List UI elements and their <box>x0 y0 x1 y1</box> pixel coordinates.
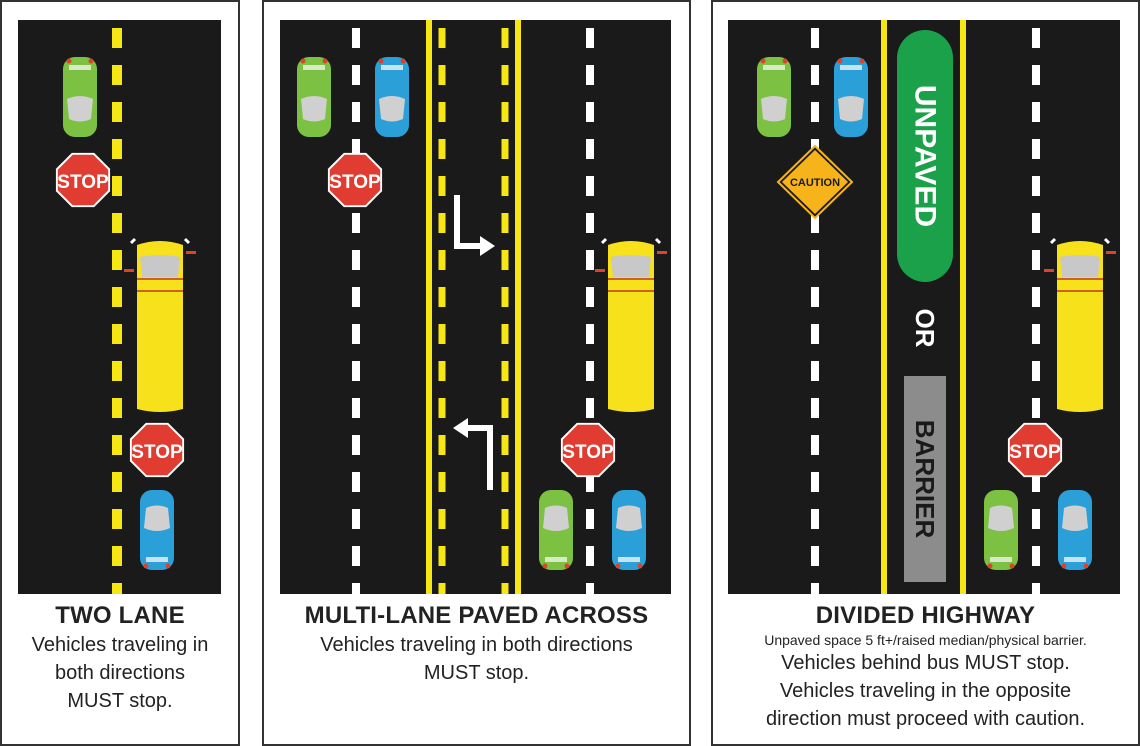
blue-car <box>1058 490 1092 570</box>
caption-line: direction must proceed with caution. <box>765 708 1086 730</box>
stop-sign-arm: STOP <box>129 422 185 478</box>
caption-line: Vehicles traveling in the opposite <box>779 680 1072 702</box>
panel-multi-lane-frame <box>262 0 691 746</box>
green-car <box>63 57 97 137</box>
caption-line: Vehicles traveling in both directions <box>320 634 633 656</box>
right-turn-arrow <box>454 195 495 256</box>
panel-title: DIVIDED HIGHWAY <box>815 602 1036 629</box>
multi-lane-caption: MULTI-LANE PAVED ACROSS Vehicles traveli… <box>264 601 689 687</box>
caption-line: Vehicles traveling in <box>31 634 209 656</box>
svg-text:UNPAVED: UNPAVED <box>909 85 942 227</box>
two-lane-caption: TWO LANE Vehicles traveling in both dire… <box>2 601 238 715</box>
blue-car <box>140 490 174 570</box>
stop-sign-arm: STOP <box>1007 422 1063 478</box>
left-turn-arrow <box>453 418 493 490</box>
blue-car <box>375 57 409 137</box>
caption-line: Vehicles behind bus MUST stop. <box>781 652 1070 674</box>
svg-text:STOP: STOP <box>57 172 109 193</box>
svg-text:STOP: STOP <box>562 442 614 463</box>
caption-line: both directions <box>54 662 186 684</box>
green-car <box>757 57 791 137</box>
stop-sign: STOP <box>55 152 111 208</box>
panel-divided-frame <box>711 0 1140 746</box>
caption-note: Unpaved space 5 ft+/raised median/physic… <box>764 632 1087 648</box>
stop-sign-arm: STOP <box>560 422 616 478</box>
unpaved-median: UNPAVED <box>897 30 953 282</box>
panel-two-lane-frame <box>0 0 240 746</box>
barrier-median: BARRIER <box>904 376 946 582</box>
divided-highway-road: UNPAVED OR BARRIER CAUTION STOP <box>728 20 1120 594</box>
caption-line: MUST stop. <box>423 662 530 684</box>
caution-sign: CAUTION <box>776 144 854 220</box>
green-car <box>539 490 573 570</box>
blue-car <box>612 490 646 570</box>
svg-text:STOP: STOP <box>131 442 183 463</box>
caption-line: MUST stop. <box>67 690 173 712</box>
two-lane-road: STOP STOP <box>18 20 221 594</box>
svg-text:STOP: STOP <box>1009 442 1061 463</box>
svg-text:BARRIER: BARRIER <box>910 420 940 539</box>
stop-sign: STOP <box>327 152 383 208</box>
multi-lane-road: STOP STOP <box>280 20 671 594</box>
panel-title: MULTI-LANE PAVED ACROSS <box>304 602 649 629</box>
or-label: OR <box>910 309 940 348</box>
svg-text:STOP: STOP <box>329 172 381 193</box>
panel-title: TWO LANE <box>55 602 185 629</box>
green-car <box>297 57 331 137</box>
blue-car <box>834 57 868 137</box>
svg-text:CAUTION: CAUTION <box>790 177 840 189</box>
divided-highway-caption: DIVIDED HIGHWAY Unpaved space 5 ft+/rais… <box>713 601 1138 733</box>
green-car <box>984 490 1018 570</box>
